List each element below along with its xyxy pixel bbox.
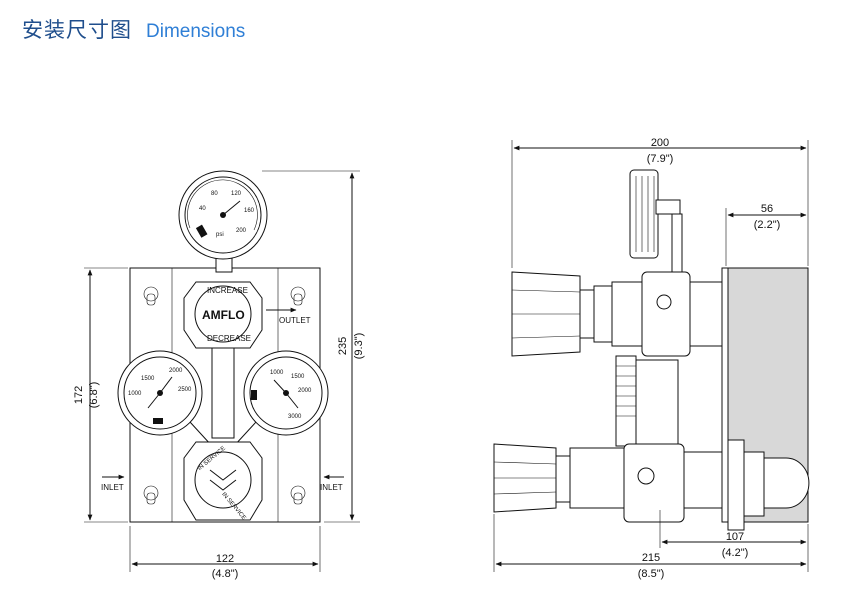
side-inlet-fitting (727, 439, 810, 531)
dim-depth-mm: 56 (761, 203, 773, 215)
svg-text:1500: 1500 (291, 374, 305, 380)
side-top-gauge (629, 169, 683, 275)
page-title-english: Dimensions (146, 21, 246, 42)
svg-text:1000: 1000 (128, 391, 142, 397)
dim-width-in: (4.8") (212, 568, 239, 580)
dim-height-in: (6.8") (88, 382, 100, 409)
page-header: 安装尺寸图 Dimensions (22, 14, 245, 48)
dim-width-mm: 122 (216, 553, 234, 565)
inlet-right-label: INLET (320, 483, 343, 492)
upper-regulator-knob: INCREASE DECREASE AMFLO (183, 281, 263, 349)
dim-depth-in: (2.2") (754, 219, 781, 231)
svg-text:1000: 1000 (270, 370, 284, 376)
dim-bottom-mm: 215 (642, 552, 660, 564)
outlet-label: OUTLET (279, 316, 311, 325)
svg-text:40: 40 (199, 206, 206, 212)
svg-text:80: 80 (211, 191, 218, 197)
knob-increase-text: INCREASE (207, 286, 248, 295)
dim-lower-mm: 107 (726, 531, 744, 543)
svg-text:120: 120 (231, 191, 242, 197)
svg-text:psi: psi (216, 232, 224, 238)
svg-text:1500: 1500 (141, 376, 155, 382)
top-pressure-gauge: 80 120 40 160 200 psi (178, 170, 268, 273)
dim-total-height-mm: 235 (337, 337, 349, 355)
knob-decrease-text: DECREASE (207, 334, 251, 343)
side-view: 200 (7.9") 56 (2.2") 107 (4.2") 215 (8.5… (493, 137, 810, 580)
keyhole-slot-icon (143, 286, 306, 505)
dim-total-width-in: (7.9") (647, 153, 674, 165)
svg-text:3000: 3000 (288, 414, 302, 420)
side-middle-column (615, 355, 637, 447)
side-lower-regulator (493, 443, 723, 523)
lower-service-valve-knob: IN SERVICE IN SERVICE (183, 441, 263, 521)
inlet-left-label: INLET (101, 483, 124, 492)
right-pressure-gauge: 1000 1500 2000 3000 (243, 350, 329, 436)
svg-text:2000: 2000 (169, 368, 183, 374)
side-upper-regulator (511, 271, 723, 357)
dim-total-width-mm: 200 (651, 137, 669, 149)
dim-total-height-in: (9.3") (353, 333, 365, 360)
left-pressure-gauge: 1500 2000 1000 2500 (117, 350, 203, 436)
dim-height-mm: 172 (73, 386, 85, 404)
svg-text:2000: 2000 (298, 388, 312, 394)
svg-text:200: 200 (236, 228, 247, 234)
page-title-chinese: 安装尺寸图 (22, 18, 132, 42)
dim-bottom-in: (8.5") (638, 568, 665, 580)
center-body (211, 347, 235, 439)
svg-text:2500: 2500 (178, 387, 192, 393)
dim-lower-in: (4.2") (722, 547, 749, 559)
svg-text:160: 160 (244, 208, 255, 214)
brand-logo-text: AMFLO (202, 308, 245, 322)
front-view: 80 120 40 160 200 psi INCREASE DECREASE AMF… (73, 170, 365, 580)
